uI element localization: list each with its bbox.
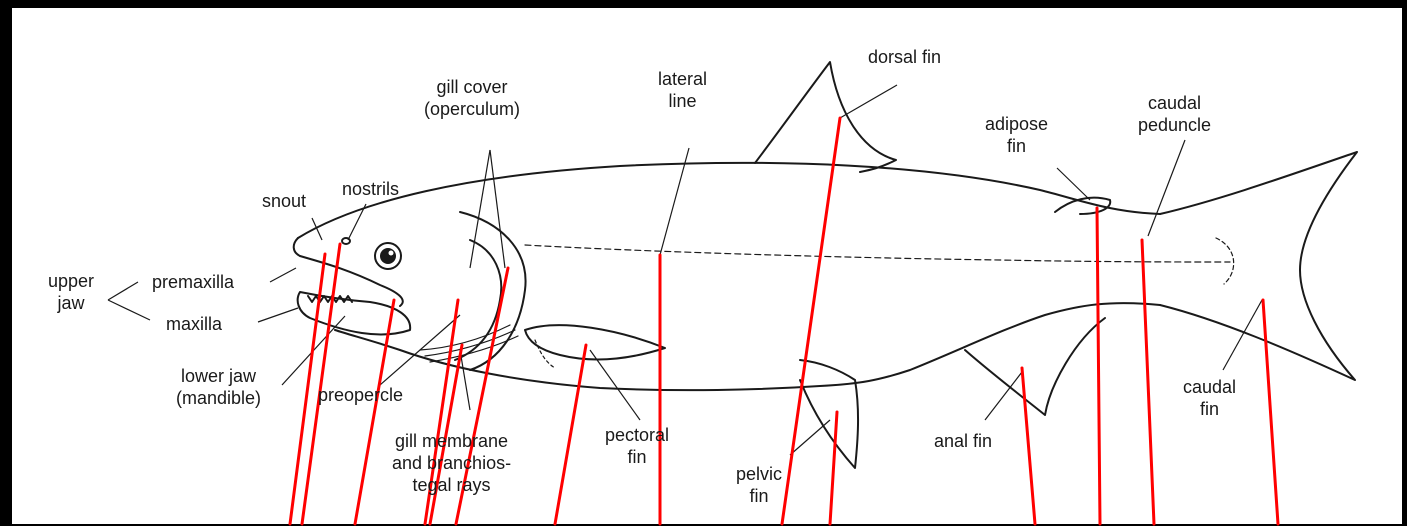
label-snout-text: snout: [262, 191, 306, 211]
label-gill-cover: gill cover (operculum): [424, 76, 520, 120]
label-nostrils-text: nostrils: [342, 179, 399, 199]
label-gill-membrane-line1: gill membrane: [392, 430, 511, 452]
label-pelvic-fin-line1: pelvic: [736, 463, 782, 485]
label-dorsal-fin-text: dorsal fin: [868, 47, 941, 67]
label-anal-fin-text: anal fin: [934, 431, 992, 451]
label-caudal-fin-line2: fin: [1183, 398, 1236, 420]
label-caudal-fin-line1: caudal: [1183, 376, 1236, 398]
label-caudal-fin: caudal fin: [1183, 376, 1236, 420]
label-pectoral-fin-line2: fin: [605, 446, 669, 468]
label-gill-cover-line2: (operculum): [424, 98, 520, 120]
label-caudal-peduncle-line2: peduncle: [1138, 114, 1211, 136]
label-upper-jaw-line2: jaw: [48, 292, 94, 314]
label-gill-membrane-line3: tegal rays: [392, 474, 511, 496]
eye: [375, 243, 401, 269]
label-pelvic-fin: pelvic fin: [736, 463, 782, 507]
label-anal-fin: anal fin: [934, 430, 992, 452]
label-adipose-fin-line2: fin: [985, 135, 1048, 157]
label-lower-jaw-line2: (mandible): [176, 387, 261, 409]
label-nostrils: nostrils: [342, 178, 399, 200]
label-gill-cover-line1: gill cover: [424, 76, 520, 98]
label-adipose-fin-line1: adipose: [985, 113, 1048, 135]
label-premaxilla: premaxilla: [152, 271, 234, 293]
label-lower-jaw: lower jaw (mandible): [176, 365, 261, 409]
label-upper-jaw: upper jaw: [48, 270, 94, 314]
label-pelvic-fin-line2: fin: [736, 485, 782, 507]
label-lateral-line: lateral line: [658, 68, 707, 112]
label-maxilla: maxilla: [166, 313, 222, 335]
label-preopercle-text: preopercle: [318, 385, 403, 405]
label-dorsal-fin: dorsal fin: [868, 46, 941, 68]
label-gill-membrane-line2: and branchios-: [392, 452, 511, 474]
label-snout: snout: [262, 190, 306, 212]
label-gill-membrane: gill membrane and branchios- tegal rays: [392, 430, 511, 496]
label-pectoral-fin: pectoral fin: [605, 424, 669, 468]
label-adipose-fin: adipose fin: [985, 113, 1048, 157]
label-lateral-line-line1: lateral: [658, 68, 707, 90]
label-lower-jaw-line1: lower jaw: [176, 365, 261, 387]
label-caudal-peduncle-line1: caudal: [1138, 92, 1211, 114]
label-upper-jaw-line1: upper: [48, 270, 94, 292]
label-preopercle: preopercle: [318, 384, 403, 406]
label-caudal-peduncle: caudal peduncle: [1138, 92, 1211, 136]
label-pectoral-fin-line1: pectoral: [605, 424, 669, 446]
label-maxilla-text: maxilla: [166, 314, 222, 334]
label-lateral-line-line2: line: [658, 90, 707, 112]
label-premaxilla-text: premaxilla: [152, 272, 234, 292]
